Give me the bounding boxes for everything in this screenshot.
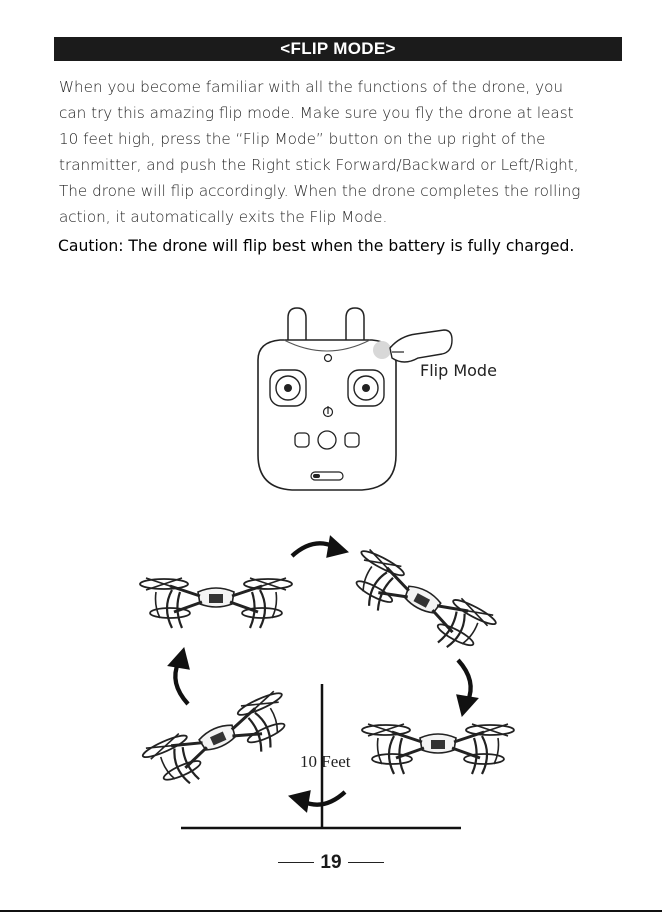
flip-mode-button-icon (373, 329, 453, 363)
page-number-rule (278, 862, 315, 864)
page-number-value: 19 (320, 852, 342, 873)
caution-text: Caution: The drone will flip best when t… (58, 237, 575, 255)
quadcopter-icon (360, 722, 516, 776)
text-line: action, it automatically exits the Flip … (59, 208, 388, 226)
curved-arrow-icon (167, 647, 190, 704)
instructions-text: When you become familiar with all the fu… (59, 74, 649, 230)
text-line: When you become familiar with all the fu… (59, 78, 563, 96)
height-label: 10 Feet (300, 752, 351, 771)
text-line: tranmitter, and push the Right stick For… (59, 156, 579, 174)
page-number: 19 (0, 852, 662, 874)
curved-arrow-icon (456, 660, 479, 717)
curved-arrow-icon (292, 535, 349, 558)
flip-mode-label: Flip Mode (420, 361, 497, 380)
page-number-rule (347, 862, 384, 864)
section-title: <FLIP MODE> (54, 37, 622, 61)
quadcopter-icon (138, 576, 294, 630)
transmitter-icon (257, 307, 397, 491)
text-line: The drone will flip accordingly. When th… (59, 182, 581, 200)
quadcopter-icon (138, 687, 302, 798)
text-line: 10 feet high, press the “Flip Mode” butt… (59, 130, 546, 148)
text-line: can try this amazing flip mode. Make sur… (59, 104, 574, 122)
bottom-rule (0, 910, 662, 912)
quadcopter-icon (339, 545, 500, 664)
curved-arrow-icon (288, 790, 345, 813)
